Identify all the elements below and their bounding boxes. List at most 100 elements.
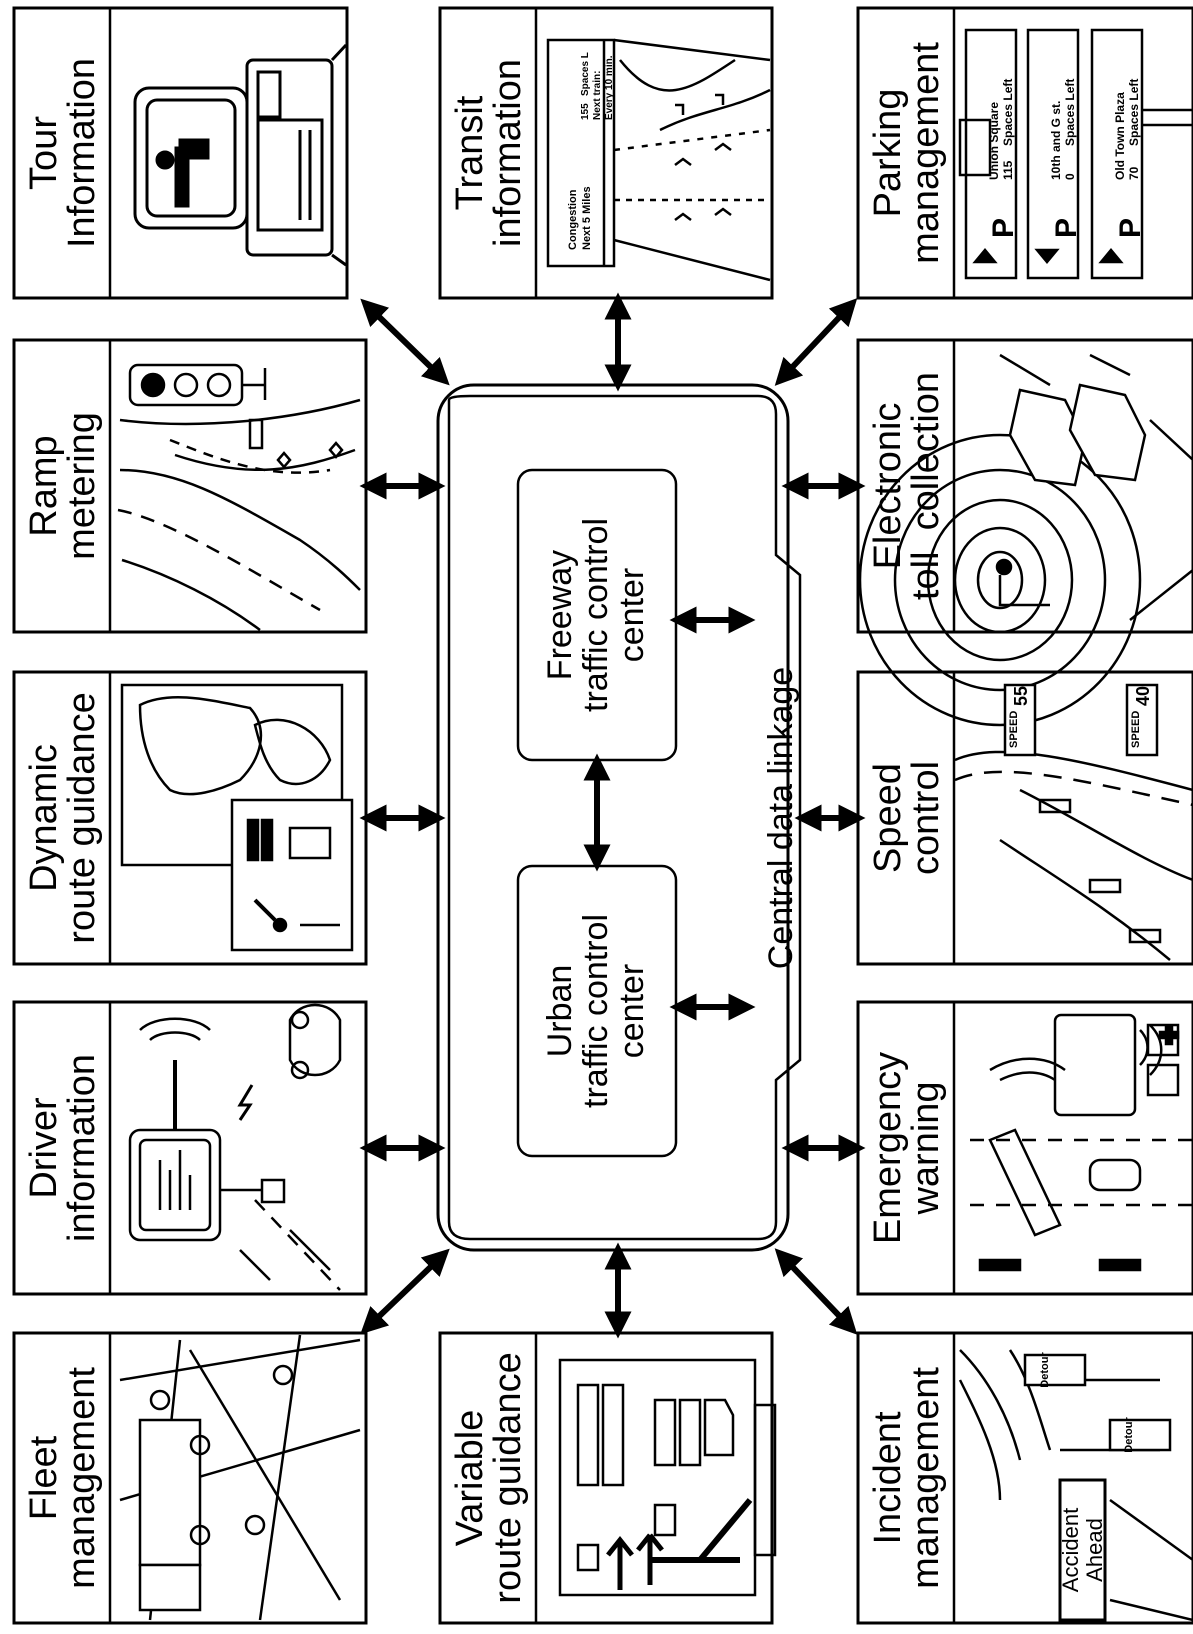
svg-text:55: 55	[1011, 686, 1031, 706]
speed-control-title: Speed control	[867, 761, 947, 875]
incident-management-title: Incident management	[867, 1367, 947, 1589]
svg-text:Accident: Accident	[1058, 1508, 1083, 1592]
panel-incident-management	[856, 1331, 1193, 1625]
central-hub	[436, 383, 802, 1252]
svg-text:Central data linkage: Central data linkage	[762, 667, 800, 969]
svg-text:Next 5 Miles: Next 5 Miles	[581, 186, 593, 250]
arrow-parking-hub	[774, 298, 858, 386]
variable-route-sign-icon	[558, 1358, 777, 1597]
svg-text:Incident: Incident	[867, 1411, 909, 1545]
svg-text:SPEED: SPEED	[1130, 711, 1142, 748]
arrow-incident-hub	[774, 1248, 858, 1335]
svg-text:Driver: Driver	[23, 1097, 65, 1199]
parking-sign-10th-g: 10th and G st. 0 Spaces Left	[1049, 79, 1077, 180]
toll-collection-icon	[858, 353, 1193, 727]
svg-text:Parking: Parking	[867, 89, 909, 218]
tour-information-title: Tour Information	[23, 58, 103, 248]
transit-sign-congestion: Congestion Next 5 Miles	[567, 186, 593, 250]
svg-text:traffic control: traffic control	[577, 914, 615, 1108]
ramp-metering-title: Ramp metering	[23, 412, 103, 560]
svg-text:Electronic: Electronic	[867, 403, 909, 570]
svg-text:Congestion: Congestion	[567, 189, 579, 250]
emergency-warning-icon	[970, 1013, 1193, 1272]
arrow-tour-hub	[360, 298, 450, 386]
svg-text:Tour: Tour	[23, 116, 65, 190]
svg-text:metering: metering	[61, 412, 103, 560]
panel-tour-information	[12, 6, 349, 300]
svg-text:center: center	[613, 964, 651, 1059]
svg-text:management: management	[905, 1367, 947, 1589]
svg-text:management: management	[61, 1367, 103, 1589]
svg-text:information: information	[61, 1054, 103, 1242]
route-guidance-map-icon	[120, 683, 354, 952]
svg-text:Old Town Plaza: Old Town Plaza	[1113, 92, 1127, 180]
svg-text:SPEED: SPEED	[1008, 711, 1020, 748]
freeway-center-label: Freeway traffic control center	[541, 518, 651, 712]
svg-text:center: center	[613, 568, 651, 663]
svg-text:Ramp: Ramp	[23, 435, 65, 536]
incident-detour-icon	[958, 1349, 1193, 1622]
svg-text:Emergency: Emergency	[867, 1052, 909, 1244]
svg-text:Spaces Left: Spaces Left	[1001, 79, 1015, 146]
svg-text:70: 70	[1127, 166, 1141, 180]
svg-text:Spaces Left: Spaces Left	[1063, 79, 1077, 146]
svg-text:Speed: Speed	[867, 763, 909, 873]
parking-management-title: Parking management	[867, 42, 947, 264]
incident-detour-sign-1: Detour	[1039, 1352, 1051, 1388]
transit-highway-sign-icon	[546, 38, 771, 282]
parking-p-glyphs: P P P	[987, 218, 1147, 238]
svg-text:Union Square: Union Square	[987, 102, 1001, 180]
incident-detour-sign-2: Detour	[1123, 1417, 1135, 1453]
svg-text:10th and G st.: 10th and G st.	[1049, 101, 1063, 180]
parking-sign-old-town: Old Town Plaza 70 Spaces Left	[1113, 79, 1141, 180]
parking-signs-icon	[958, 28, 1193, 280]
svg-text:Every 10 min.: Every 10 min.	[604, 55, 615, 120]
panel-parking-management	[856, 6, 1193, 300]
svg-text:Next train:: Next train:	[592, 71, 603, 120]
transit-sign-train: 155 Spaces L Next train: Every 10 min.	[580, 52, 615, 120]
svg-text:Spaces L: Spaces L	[580, 52, 591, 96]
svg-text:Fleet: Fleet	[23, 1435, 65, 1520]
incident-accident-sign: Accident Ahead	[1058, 1508, 1107, 1592]
svg-text:route guidance: route guidance	[61, 692, 103, 943]
emergency-warning-title: Emergency warning	[867, 1052, 947, 1244]
speed-sign-55: SPEED 55	[1008, 686, 1031, 748]
parking-sign-union-square: Union Square 115 Spaces Left	[987, 79, 1015, 180]
speed-control-road-icon	[954, 683, 1193, 961]
transit-information-title: Transit information	[449, 59, 529, 247]
svg-text:Freeway: Freeway	[541, 550, 579, 680]
svg-text:warning: warning	[905, 1081, 947, 1215]
svg-text:P: P	[1050, 218, 1083, 238]
driver-information-title: Driver information	[23, 1054, 103, 1242]
fleet-truck-map-icon	[119, 1334, 361, 1621]
variable-route-guidance-title: Variable route guidance	[449, 1352, 529, 1603]
dynamic-route-guidance-title: Dynamic route guidance	[23, 692, 103, 943]
svg-text:information: information	[487, 59, 529, 247]
arrow-fleet-hub	[360, 1248, 450, 1335]
ramp-meter-signal-icon	[117, 363, 361, 632]
svg-text:P: P	[987, 218, 1020, 238]
info-terminal-icon	[133, 43, 348, 267]
svg-text:P: P	[1114, 218, 1147, 238]
svg-text:Detour: Detour	[1039, 1352, 1051, 1388]
svg-text:0: 0	[1063, 173, 1077, 180]
svg-text:40: 40	[1133, 686, 1153, 706]
panel-fleet-management	[12, 1331, 368, 1625]
driver-info-terminal-icon	[128, 1003, 342, 1291]
svg-text:115: 115	[1001, 160, 1015, 180]
svg-text:Dynamic: Dynamic	[23, 744, 65, 892]
fleet-management-title: Fleet management	[23, 1367, 103, 1589]
svg-text:Information: Information	[61, 58, 103, 248]
svg-text:Urban: Urban	[541, 965, 579, 1058]
svg-text:toll collection: toll collection	[905, 372, 947, 600]
svg-text:Ahead: Ahead	[1082, 1518, 1107, 1582]
svg-text:Variable: Variable	[449, 1410, 491, 1547]
urban-center-label: Urban traffic control center	[541, 914, 651, 1108]
central-data-linkage-label: Central data linkage	[762, 667, 800, 969]
speed-sign-40: SPEED 40	[1130, 686, 1153, 748]
svg-text:traffic control: traffic control	[577, 518, 615, 712]
svg-text:Transit: Transit	[449, 95, 491, 210]
svg-text:control: control	[905, 761, 947, 875]
